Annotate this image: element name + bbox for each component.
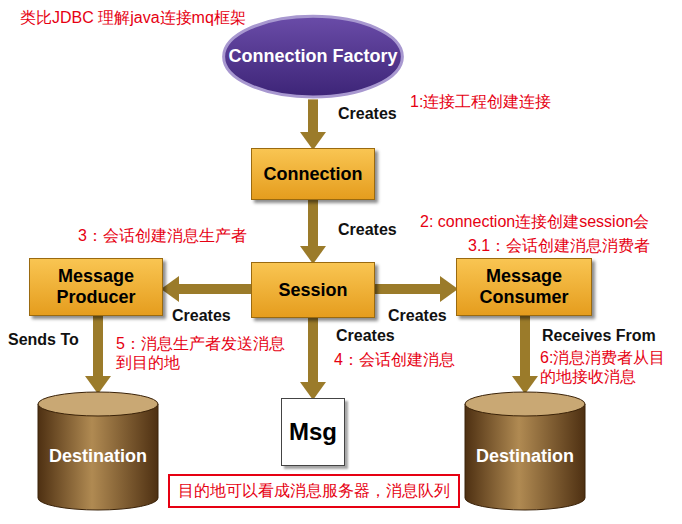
ellipse-shape [224,16,403,97]
factory-ellipse: Connection Factory [221,14,405,99]
node-text: Session [278,280,347,301]
message-document: Msg [281,398,345,466]
node-text: Destination [476,446,574,467]
cylinder-body [38,404,158,510]
edge-label: Receives From [540,326,658,345]
annotation-text: 3.1：会话创建消息消费者 [468,236,650,255]
cylinder-top [38,392,158,416]
edge-label: Creates [336,104,399,123]
cylinder-body [465,404,585,510]
annotation-text: 5：消息生产者发送消息到目的地 [116,334,296,372]
flow-arrow [308,200,318,246]
process-box: Connection [251,148,375,200]
flow-arrow [93,316,103,376]
cylinder-top [465,392,585,416]
destination-cylinder: Destination [38,392,158,510]
edge-label: Creates [334,326,397,345]
diagram-title: 类比JDBC 理解java连接mq框架 [20,8,246,29]
node-text: Message Producer [30,266,162,307]
edge-label: Creates [336,220,399,239]
edge-label: Creates [170,306,233,325]
node-text: Destination [49,446,147,467]
flow-arrow [179,284,251,294]
process-box: Message Consumer [456,258,592,316]
annotation-text: 3：会话创建消息生产者 [78,226,247,245]
flow-arrow [308,318,318,382]
node-text: 目的地可以看成消息服务器，消息队列 [178,482,450,500]
edge-label: Creates [386,306,449,325]
edge-label: Sends To [6,330,81,349]
annotation-text: 1:连接工程创建连接 [410,92,551,111]
node-text: Connection Factory [228,46,397,67]
annotation-text: 2: connection连接创建session会 [420,212,649,231]
node-text: Msg [289,418,337,446]
process-box: Message Producer [29,258,163,316]
annotation-text: 6:消息消费者从目的地接收消息 [540,348,676,386]
node-text: Connection [264,164,363,185]
node-text: Message Consumer [457,266,591,307]
flow-arrow [520,316,530,376]
process-box: Session [251,262,375,318]
flow-arrow [308,99,318,132]
note-box: 目的地可以看成消息服务器，消息队列 [168,474,460,508]
destination-cylinder: Destination [465,392,585,510]
flow-arrow [375,284,440,294]
annotation-text: 4：会话创建消息 [334,350,455,369]
